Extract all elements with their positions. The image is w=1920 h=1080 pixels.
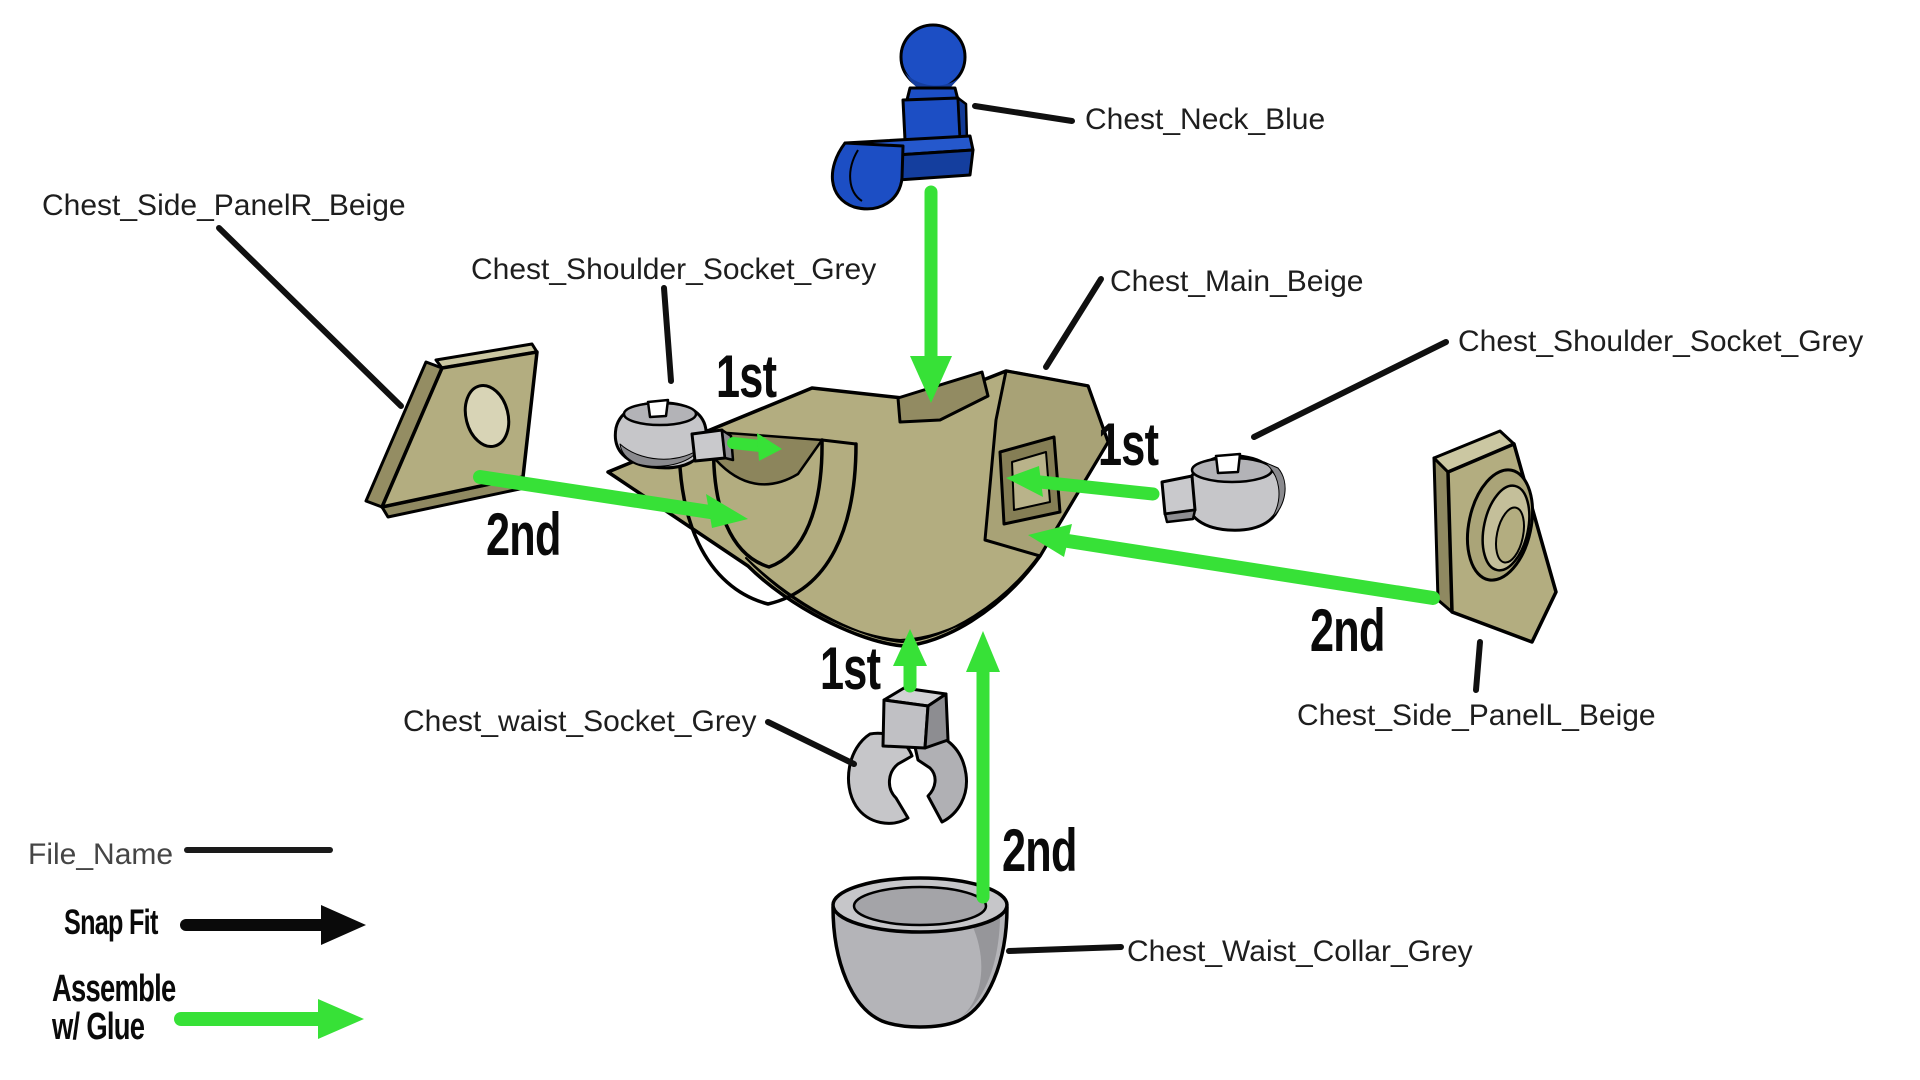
socket-r-notch [1214, 452, 1242, 475]
glue-arrow-neck-head [910, 356, 952, 403]
legend-text: w/ Glue [52, 1006, 145, 1048]
clevis-box-front [881, 698, 930, 750]
legend-glue-label-line2: w/ Glue [52, 1006, 180, 1049]
socket-l-tab [690, 428, 727, 463]
socket-r-tab-side [1163, 508, 1197, 524]
step-text: 2nd [1002, 817, 1077, 884]
leader-main [1043, 276, 1104, 370]
clevis-box-side [923, 692, 950, 750]
clevis-fork-left [847, 731, 914, 825]
part-chest-neck [830, 23, 975, 211]
socket-r-tab [1160, 474, 1197, 516]
label-chest-main-beige: Chest_Main_Beige [1110, 265, 1364, 298]
part-waist-collar [831, 876, 1009, 1029]
legend-glue-head [318, 999, 364, 1039]
part-side-panel-r [364, 342, 539, 519]
label-chest-side-panel-l: Chest_Side_PanelL_Beige [1297, 699, 1656, 732]
label-chest-side-panel-r: Chest_Side_PanelR_Beige [42, 189, 406, 222]
glue-arrows [473, 185, 1440, 904]
leader-shoulder-r [1251, 339, 1449, 440]
step-1st-shoulder-left: 1st [716, 342, 800, 411]
part-shoulder-socket-right [1160, 452, 1286, 532]
glue-arrow-panel-l-head [1028, 524, 1072, 557]
glue-arrow-socket-l-shaft [727, 437, 766, 452]
step-2nd-panel-right: 2nd [486, 500, 590, 569]
step-text: 2nd [486, 501, 561, 568]
label-chest-neck-blue: Chest_Neck_Blue [1085, 103, 1326, 136]
leader-neck [972, 103, 1075, 124]
legend-symbols [174, 847, 366, 1039]
glue-arrow-socket-r-shaft [1033, 475, 1160, 501]
glue-arrow-panel-r-head [706, 494, 748, 528]
glue-arrow-socket-l-head [757, 433, 782, 461]
leader-waist-socket [765, 719, 857, 767]
main-body-u-channel-inner [711, 430, 824, 569]
glue-arrow-panel-r-shaft [473, 470, 717, 519]
leader-lines [216, 103, 1483, 954]
step-2nd-collar: 2nd [1002, 816, 1106, 885]
panel-r-hole [463, 383, 511, 449]
main-body-top-slot [896, 370, 990, 424]
legend-file-name-label: File_Name [28, 838, 174, 871]
step-1st-shoulder-right: 1st [1098, 410, 1182, 479]
step-text: 2nd [1310, 597, 1385, 664]
bowl-body [831, 905, 1009, 1029]
legend-snap-fit-head [321, 905, 366, 945]
label-chest-shoulder-socket-l: Chest_Shoulder_Socket_Grey [471, 253, 877, 286]
socket-l-notch [646, 398, 670, 419]
part-waist-socket [847, 686, 968, 825]
step-text: 1st [820, 635, 881, 702]
leader-panel-l [1473, 639, 1483, 693]
part-shoulder-socket-left [613, 398, 735, 470]
bowl-shade [960, 918, 1000, 1018]
label-chest-waist-collar: Chest_Waist_Collar_Grey [1127, 935, 1473, 968]
glue-arrow-collar-head [966, 631, 1000, 672]
label-chest-waist-socket: Chest_waist_Socket_Grey [403, 705, 757, 738]
legend-snap-fit-label: Snap Fit [64, 903, 194, 943]
neck-foot [830, 141, 905, 211]
leader-collar [1006, 944, 1124, 954]
glue-arrow-socket-r-head [1006, 466, 1043, 497]
bowl-inner [852, 885, 988, 927]
neck-block-front [901, 96, 962, 142]
label-chest-shoulder-socket-r: Chest_Shoulder_Socket_Grey [1458, 325, 1864, 358]
legend-text: Snap Fit [64, 903, 158, 942]
leader-shoulder-l [661, 285, 674, 384]
panel-l-boss-inner [1495, 506, 1525, 564]
step-1st-waist: 1st [820, 634, 904, 703]
socket-l-shade [619, 443, 699, 467]
step-text: 1st [1098, 411, 1159, 478]
neck-foot-crease [849, 149, 863, 202]
socket-r-shade [1263, 461, 1286, 519]
step-2nd-panel-left: 2nd [1310, 596, 1414, 665]
leader-panel-r [216, 225, 404, 409]
glue-arrow-panel-l-shaft [1061, 534, 1440, 605]
legend-text: Assemble [52, 968, 176, 1010]
part-side-panel-l [1432, 429, 1558, 644]
legend-glue-label-line1: Assemble [52, 968, 224, 1011]
glue-arrow-waist-socket-head [893, 629, 927, 666]
step-text: 1st [716, 343, 777, 410]
